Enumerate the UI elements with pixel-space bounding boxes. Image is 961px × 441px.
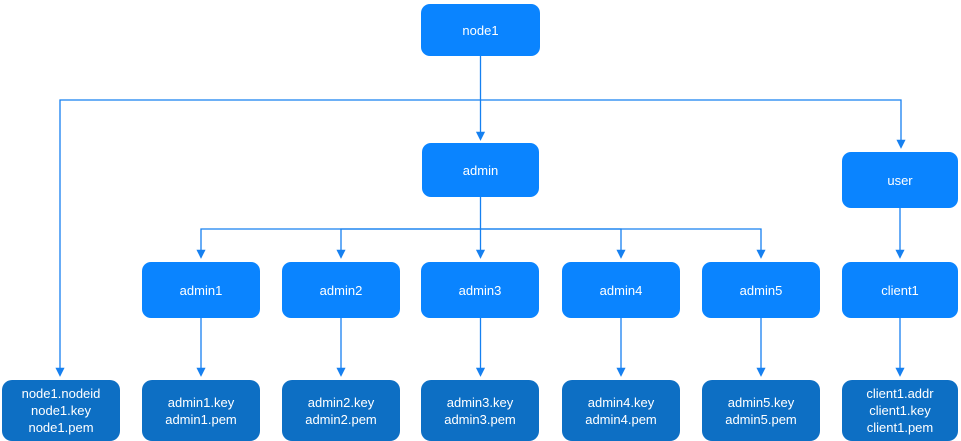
- node-admin4-label: admin4: [599, 282, 643, 298]
- node-admin1-files[interactable]: admin1.key admin1.pem: [142, 380, 260, 441]
- edge-node1-node1files: [55, 99, 481, 377]
- node-admin5-files-label: admin5.key admin5.pem: [725, 394, 797, 427]
- node-admin3-files-label: admin3.key admin3.pem: [444, 394, 516, 427]
- node-admin5-files[interactable]: admin5.key admin5.pem: [702, 380, 820, 441]
- node-client1-files[interactable]: client1.addr client1.key client1.pem: [842, 380, 958, 441]
- node-admin3[interactable]: admin3: [421, 262, 539, 318]
- node-client1-label: client1: [881, 282, 919, 298]
- node-client1-files-label: client1.addr client1.key client1.pem: [866, 386, 934, 435]
- node-node1[interactable]: node1: [421, 4, 540, 56]
- edge-admin-admin2: [336, 228, 481, 259]
- node-node1-files[interactable]: node1.nodeid node1.key node1.pem: [2, 380, 120, 441]
- node-admin5[interactable]: admin5: [702, 262, 820, 318]
- node-admin2[interactable]: admin2: [282, 262, 400, 318]
- node-admin5-label: admin5: [739, 282, 783, 298]
- node-admin[interactable]: admin: [422, 143, 539, 197]
- node-admin-label: admin: [462, 162, 499, 178]
- node-admin4-files-label: admin4.key admin4.pem: [585, 394, 657, 427]
- node-admin2-files-label: admin2.key admin2.pem: [305, 394, 377, 427]
- node-user[interactable]: user: [842, 152, 958, 208]
- node-admin3-files[interactable]: admin3.key admin3.pem: [421, 380, 539, 441]
- node-admin1-files-label: admin1.key admin1.pem: [165, 394, 237, 427]
- edge-admin-admin1: [196, 228, 481, 259]
- node-admin2-files[interactable]: admin2.key admin2.pem: [282, 380, 400, 441]
- node-admin4[interactable]: admin4: [562, 262, 680, 318]
- node-admin2-label: admin2: [319, 282, 363, 298]
- node-admin3-label: admin3: [458, 282, 502, 298]
- edge-node1-user: [480, 99, 906, 149]
- edge-admin-admin4: [480, 228, 626, 259]
- node-admin1[interactable]: admin1: [142, 262, 260, 318]
- node-node1-files-label: node1.nodeid node1.key node1.pem: [21, 386, 101, 435]
- node-admin1-label: admin1: [179, 282, 223, 298]
- edge-admin-admin5: [480, 228, 766, 259]
- node-user-label: user: [887, 172, 913, 188]
- node-admin4-files[interactable]: admin4.key admin4.pem: [562, 380, 680, 441]
- node-client1[interactable]: client1: [842, 262, 958, 318]
- node-node1-label: node1: [462, 22, 499, 38]
